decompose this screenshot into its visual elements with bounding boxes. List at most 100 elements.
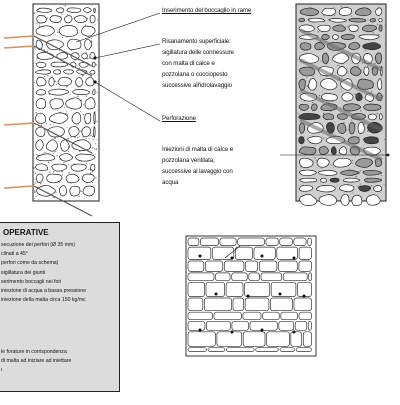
left-mortar-speck — [57, 31, 59, 34]
left-mortar-speck — [91, 171, 94, 173]
elevation-stone — [187, 260, 205, 272]
right-mortar-speck — [380, 174, 383, 177]
right-mortar-speck — [376, 23, 379, 25]
right-stone — [336, 113, 348, 120]
right-stone — [341, 92, 354, 102]
left-mortar-speck — [95, 143, 97, 145]
left-mortar-speck — [88, 168, 90, 171]
right-stone — [298, 113, 321, 121]
right-mortar-speck — [314, 157, 316, 159]
label-perforazione: Perforazione — [162, 115, 196, 122]
left-mortar-speck — [63, 4, 65, 6]
right-mortar-speck — [322, 49, 323, 51]
label-risanamento-line: pozzolana o cocciopesto — [162, 71, 228, 78]
right-mortar-speck — [382, 94, 384, 96]
left-mortar-speck — [59, 50, 60, 52]
right-stone — [316, 185, 336, 193]
right-mortar-speck — [354, 165, 356, 167]
left-stone — [81, 126, 92, 138]
left-stone — [89, 14, 96, 24]
right-mortar-speck — [352, 192, 354, 194]
right-mortar-speck — [346, 129, 348, 131]
drill-point — [214, 292, 218, 296]
left-mortar-speck — [61, 13, 63, 15]
left-stone — [36, 15, 47, 24]
right-mortar-speck — [347, 32, 348, 34]
elevation-stone — [295, 347, 312, 352]
left-stone — [51, 163, 68, 172]
elevation-stone — [270, 297, 293, 312]
left-mortar-speck — [33, 47, 36, 49]
right-stone — [318, 146, 329, 155]
right-mortar-speck — [305, 76, 307, 78]
elevation-stone — [248, 272, 260, 282]
right-mortar-speck — [383, 138, 386, 140]
left-mortar-speck — [51, 75, 53, 77]
right-mortar-speck — [296, 58, 298, 60]
elevation-stone — [207, 347, 226, 352]
left-mortar-speck — [43, 49, 45, 51]
right-mortar-speck — [347, 72, 349, 74]
right-mortar-speck — [339, 14, 340, 16]
right-mortar-speck — [378, 5, 380, 7]
left-mortar-speck — [79, 150, 81, 152]
right-mortar-speck — [354, 93, 356, 95]
left-mortar-speck — [34, 191, 36, 193]
injected-channel — [299, 88, 383, 132]
left-mortar-speck — [64, 48, 66, 50]
left-stone — [35, 98, 47, 110]
right-stone — [375, 7, 383, 16]
elevation-stone — [205, 281, 225, 297]
elevation-stone — [278, 320, 295, 331]
right-mortar-speck — [315, 145, 317, 147]
elevation-stone — [279, 347, 295, 352]
right-stone — [314, 41, 325, 51]
right-stone — [298, 66, 316, 77]
elevation-stone — [265, 237, 279, 246]
left-stone — [63, 69, 74, 75]
left-stone — [35, 139, 44, 151]
right-stone — [307, 17, 325, 23]
left-stone — [81, 52, 88, 60]
right-stone — [362, 169, 382, 176]
right-wall — [295, 3, 387, 207]
label-iniezioni: Iniezioni di malta di calce e pozzolana … — [162, 146, 233, 187]
right-stone — [378, 24, 383, 32]
right-stone — [348, 24, 359, 32]
left-mortar-speck — [90, 40, 92, 42]
left-mortar-speck — [95, 177, 97, 179]
elevation-stone — [231, 272, 248, 282]
right-stone — [299, 42, 312, 51]
left-mortar-speck — [52, 152, 54, 154]
elevation-stone — [187, 237, 200, 246]
right-mortar-speck — [327, 120, 328, 122]
left-mortar-speck — [78, 67, 81, 69]
right-mortar-speck — [336, 89, 338, 91]
left-mortar-speck — [77, 95, 79, 97]
left-stone — [64, 15, 73, 24]
left-mortar-speck — [61, 36, 64, 39]
right-stone — [338, 7, 352, 16]
left-mortar-speck — [66, 85, 68, 88]
elevation-stone — [242, 311, 262, 321]
right-mortar-speck — [384, 43, 386, 45]
elevation-stone — [219, 237, 237, 246]
right-mortar-speck — [322, 90, 323, 92]
left-mortar-speck — [97, 110, 99, 111]
left-mortar-speck — [66, 193, 67, 195]
leader-line-inserimento — [75, 12, 161, 43]
right-mortar-speck — [323, 137, 325, 139]
left-mortar-speck — [34, 113, 36, 115]
left-mortar-speck — [88, 109, 89, 111]
right-stone — [298, 122, 306, 134]
left-mortar-speck — [64, 4, 67, 7]
left-stone — [59, 153, 73, 162]
left-stone — [83, 7, 92, 13]
left-stone — [74, 15, 88, 23]
left-mortar-speck — [34, 81, 36, 83]
perforation-hole — [33, 122, 93, 154]
right-stone — [338, 146, 348, 156]
left-mortar-speck — [92, 138, 94, 140]
right-mortar-speck — [376, 38, 378, 40]
